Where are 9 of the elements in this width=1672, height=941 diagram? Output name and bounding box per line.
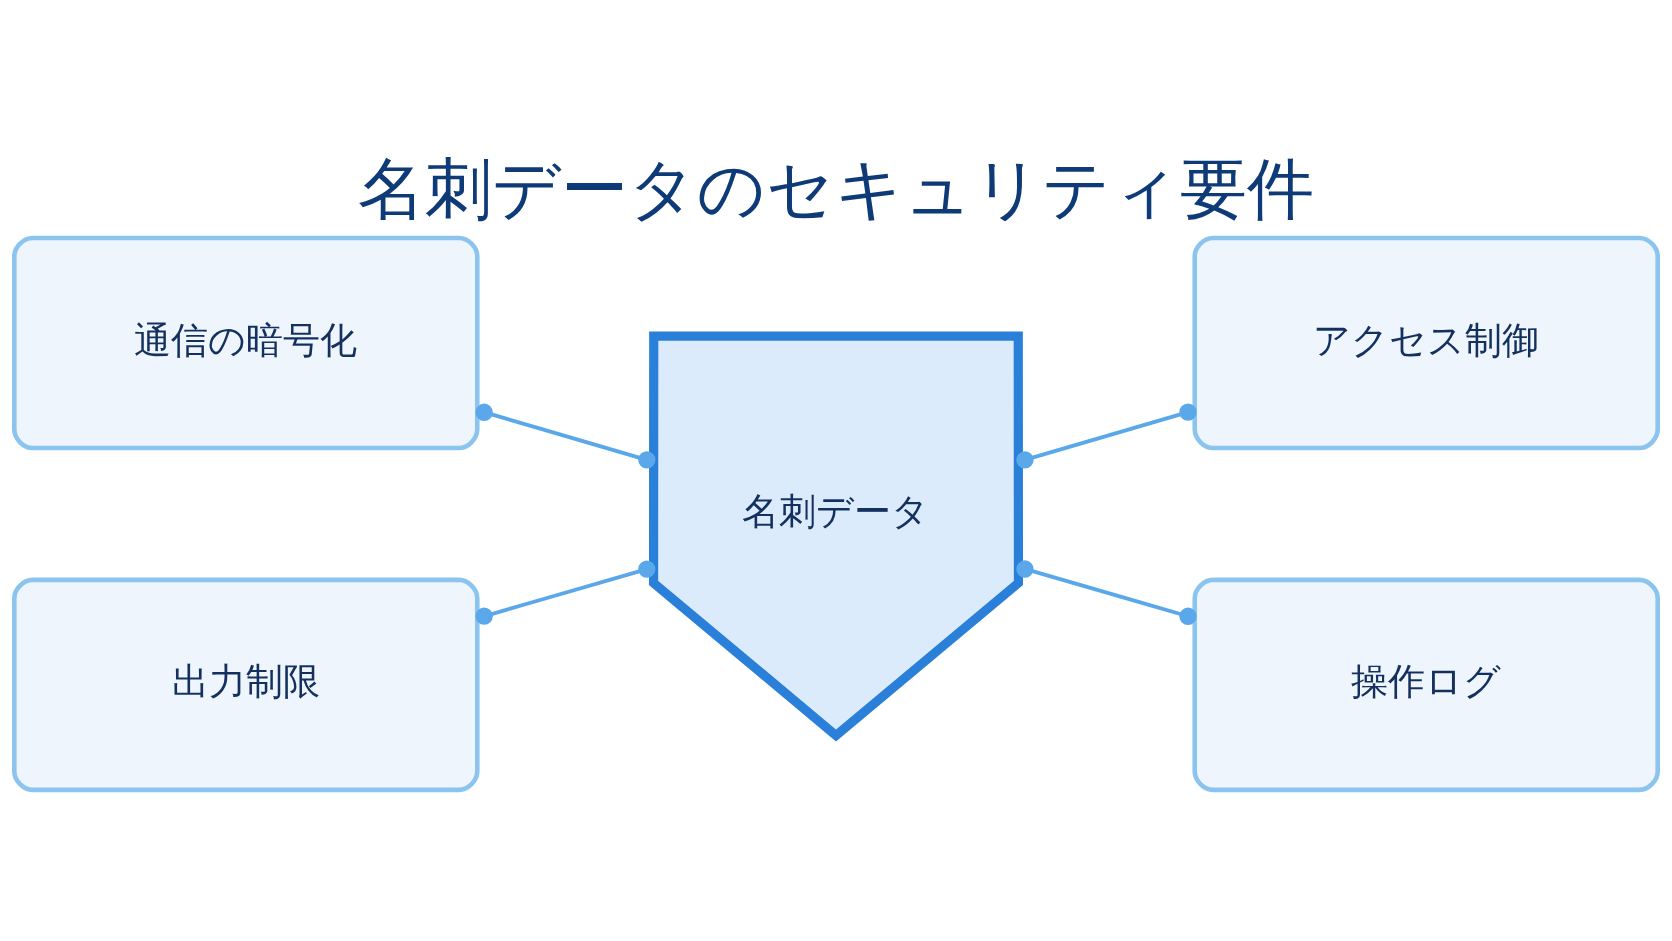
connector [1016, 559, 1197, 625]
connector [475, 559, 656, 625]
diagram-title: 名刺データのセキュリティ要件 [358, 148, 1314, 228]
connector [475, 403, 656, 468]
node-box: アクセス制御 [1192, 235, 1660, 450]
connector [1016, 403, 1197, 469]
node-box: 出力制限 [12, 577, 480, 792]
node-box: 操作ログ [1192, 577, 1660, 792]
node-box: 通信の暗号化 [12, 235, 480, 450]
